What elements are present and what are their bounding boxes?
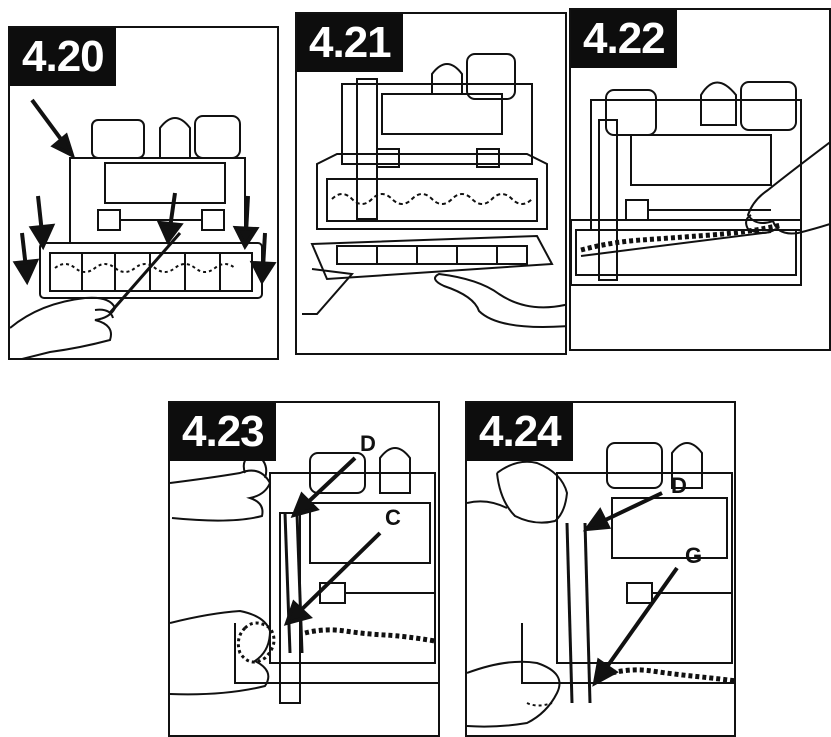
callout-g: G [685,543,702,569]
figure-label: 4.24 [467,403,573,461]
figure-4-21: 4.21 [295,12,567,355]
figure-label: 4.22 [571,10,677,68]
figure-label: 4.23 [170,403,276,461]
figure-4-22: 4.22 [569,8,831,351]
figure-4-23: 4.23 D C [168,401,440,737]
figure-4-24: 4.24 D G [465,401,736,737]
figure-4-20: 4.20 [8,26,279,360]
figure-label: 4.21 [297,14,403,72]
callout-c: C [385,505,401,531]
callout-d: D [360,431,376,457]
figure-label: 4.20 [10,28,116,86]
callout-d: D [671,473,687,499]
